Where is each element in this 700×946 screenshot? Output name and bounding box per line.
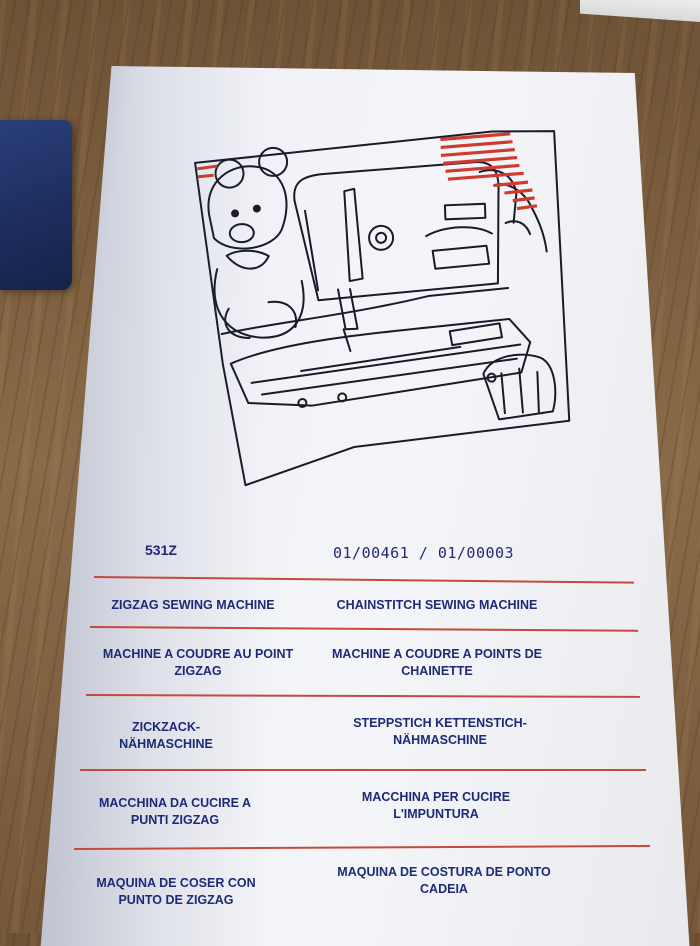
paper-corner [580,0,700,22]
divider-line [80,769,646,771]
blue-box-object [0,120,72,290]
teddy-bear-sewing-drawing [194,130,571,487]
label-it-chainstitch: MACCHINA PER CUCIRE L'IMPUNTURA [361,790,511,821]
label-es-chainstitch: MAQUINA DE COSTURA DE PONTO CADEIA [337,865,551,896]
label-fr-chainstitch: MACHINE A COUDRE A POINTS DE CHAINETTE [332,647,542,678]
label-de-zigzag: ZICKZACK- NÄHMASCHINE [119,720,213,751]
label-de-chainstitch: STEPPSTICH KETTENSTICH- NÄHMASCHINE [353,716,527,747]
label-fr-zigzag: MACHINE A COUDRE AU POINT ZIGZAG [102,647,294,678]
model-code: 531Z [145,542,177,558]
label-en-chainstitch: CHAINSTITCH SEWING MACHINE [336,598,538,612]
part-numbers: 01/00461 / 01/00003 [333,544,515,562]
label-es-zigzag: MAQUINA DE COSER CON PUNTO DE ZIGZAG [96,876,256,907]
label-it-zigzag: MACCHINA DA CUCIRE A PUNTI ZIGZAG [98,796,252,827]
manual-cover-page [40,66,690,946]
sewing-machine-illustration [192,121,574,495]
label-en-zigzag: ZIGZAG SEWING MACHINE [111,598,275,612]
